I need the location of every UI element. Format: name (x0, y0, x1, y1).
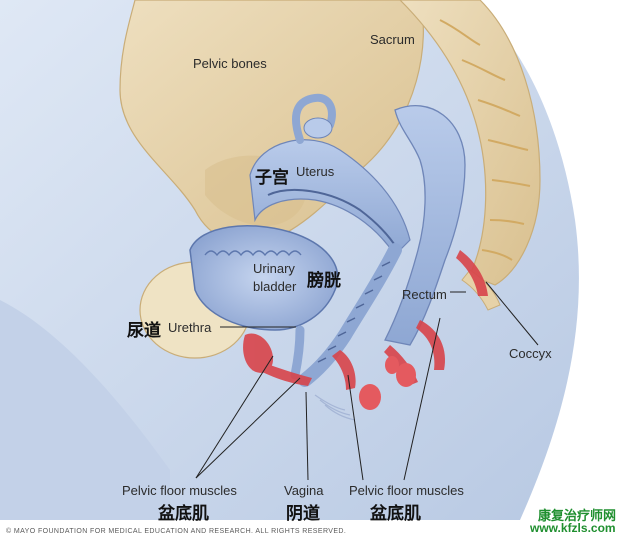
label-rectum: Rectum (402, 287, 447, 302)
label-uterus: Uterus (296, 164, 334, 179)
label-sacrum: Sacrum (370, 32, 415, 47)
label-urethra: Urethra (168, 320, 211, 335)
ovary (304, 118, 332, 138)
watermark-url: www.kfzls.com (530, 521, 616, 535)
label-coccyx: Coccyx (509, 346, 552, 361)
label-pelvic-floor-left: Pelvic floor muscles (122, 483, 237, 498)
label-bladder: bladder (253, 279, 296, 294)
label-pelvic-bones: Pelvic bones (193, 56, 267, 71)
label-pelvic-floor-right-cn: 盆底肌 (370, 499, 421, 524)
label-vagina: Vagina (284, 483, 324, 498)
label-vagina-cn: 阴道 (286, 499, 320, 524)
label-urethra-cn: 尿道 (127, 316, 161, 341)
urethra-tube (295, 330, 300, 375)
label-pelvic-floor-left-cn: 盆底肌 (158, 499, 209, 524)
label-uterus-cn: 子宫 (255, 163, 289, 188)
label-pelvic-floor-right: Pelvic floor muscles (349, 483, 464, 498)
label-urinary: Urinary (253, 261, 295, 276)
copyright-notice: © MAYO FOUNDATION FOR MEDICAL EDUCATION … (6, 528, 346, 535)
label-bladder-cn: 膀胱 (307, 266, 341, 291)
